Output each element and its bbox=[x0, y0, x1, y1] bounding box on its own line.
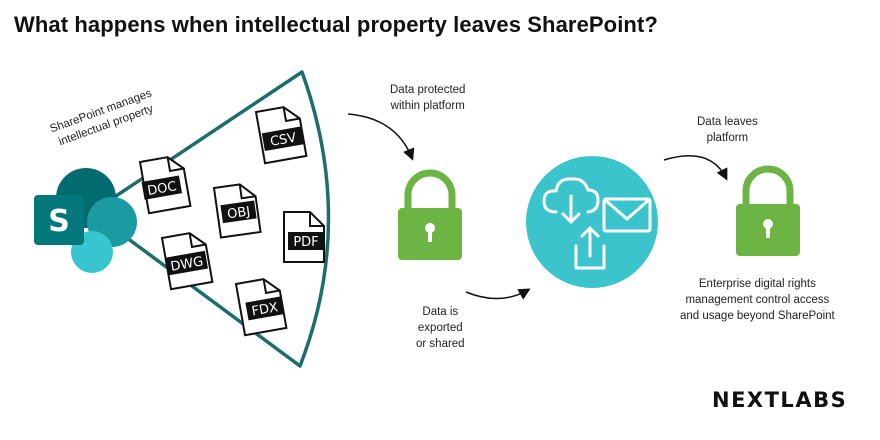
drm-label-line3: and usage beyond SharePoint bbox=[680, 310, 835, 322]
ip-fan-outline bbox=[90, 70, 331, 368]
cloud-download-icon bbox=[542, 177, 600, 224]
leaves-label-line2: platform bbox=[706, 132, 749, 144]
exported-label-line3: or shared bbox=[416, 338, 465, 350]
curved-arrow-icon bbox=[465, 288, 531, 300]
file-label-doc: DOC bbox=[146, 179, 177, 199]
protected-label-line2: within platform bbox=[390, 100, 465, 112]
sharepoint-logo-letter: S bbox=[48, 204, 70, 239]
exported-label: Data is exported or shared bbox=[416, 304, 465, 352]
exported-label-line2: exported bbox=[417, 322, 463, 334]
file-label-fdx: FDX bbox=[251, 300, 280, 319]
dwg-file-icon: DWG bbox=[160, 232, 214, 291]
protected-label: Data protected within platform bbox=[390, 82, 465, 114]
sharepoint-logo: S bbox=[34, 168, 137, 273]
curved-arrow-icon bbox=[663, 155, 728, 181]
share-upload-icon bbox=[574, 226, 606, 270]
page-title: What happens when intellectual property … bbox=[14, 12, 658, 37]
lock-icon bbox=[398, 169, 462, 260]
drm-label: Enterprise digital rights management con… bbox=[680, 276, 835, 324]
file-label-pdf: PDF bbox=[293, 235, 318, 250]
exported-label-line1: Data is bbox=[422, 306, 459, 318]
fdx-file-icon: FDX bbox=[234, 278, 288, 337]
drm-label-line2: management control access bbox=[685, 294, 830, 306]
drm-label-line1: Enterprise digital rights bbox=[698, 278, 816, 290]
leaves-label-line1: Data leaves bbox=[697, 116, 758, 128]
pdf-file-icon: PDF bbox=[283, 211, 325, 263]
mail-icon bbox=[602, 197, 652, 233]
file-label-dwg: DWG bbox=[169, 254, 204, 274]
file-label-obj: OBJ bbox=[226, 204, 251, 222]
curved-arrow-icon bbox=[347, 113, 415, 161]
lock-icon bbox=[736, 165, 800, 256]
protected-label-line1: Data protected bbox=[390, 84, 466, 96]
obj-file-icon: OBJ bbox=[212, 183, 262, 239]
csv-file-icon: CSV bbox=[254, 106, 308, 165]
leaves-label: Data leaves platform bbox=[697, 114, 758, 146]
file-label-csv: CSV bbox=[269, 131, 298, 150]
share-hub bbox=[526, 156, 658, 288]
nextlabs-logo: NEXTLABS bbox=[712, 388, 848, 412]
doc-file-icon: DOC bbox=[138, 156, 192, 215]
